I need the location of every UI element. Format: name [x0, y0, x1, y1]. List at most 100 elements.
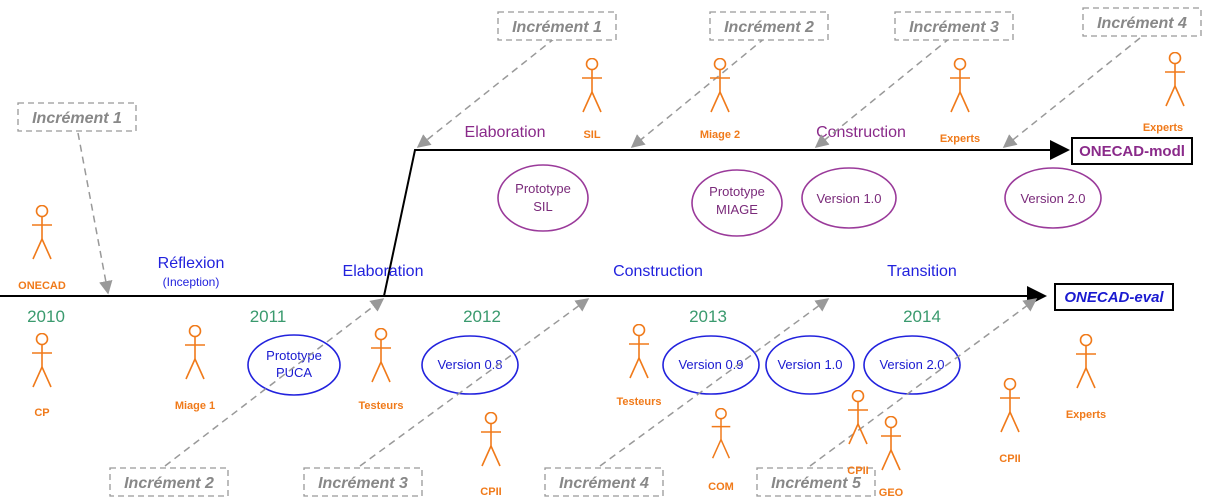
- svg-text:Incrément 2: Incrément 2: [724, 19, 814, 36]
- release-ellipse: Version 0.8: [421, 335, 519, 395]
- actor-icon: [31, 205, 53, 260]
- svg-text:Experts: Experts: [940, 133, 980, 145]
- actor-cp: CP: [31, 333, 53, 419]
- increment-box: Incrément 3: [894, 11, 1014, 41]
- actor-icon: [999, 378, 1021, 433]
- actor-testeurs: Testeurs: [616, 324, 662, 408]
- actor-icon: [480, 412, 502, 467]
- increment-box: Incrément 3: [303, 467, 423, 497]
- actor-icon: [880, 416, 902, 471]
- svg-text:Version 2.0: Version 2.0: [1020, 191, 1085, 206]
- increment-box: Incrément 4: [544, 467, 664, 497]
- actor-icon: [1164, 52, 1186, 107]
- actor-cpii: CPII: [999, 378, 1021, 465]
- product-box-modl: [1071, 137, 1193, 165]
- release-ellipse: Prototype PUCA: [247, 334, 341, 396]
- svg-text:Testeurs: Testeurs: [358, 400, 403, 412]
- svg-text:Prototype: Prototype: [709, 184, 765, 199]
- svg-text:COM: COM: [708, 481, 734, 493]
- phase-construction-modl: Construction: [816, 124, 906, 141]
- actor-cpii: CPII: [480, 412, 502, 498]
- release-ellipse: Version 0.9: [662, 335, 760, 395]
- increment-arrow: [630, 37, 766, 148]
- increment-arrow: [77, 132, 113, 295]
- actor-cpii: CPII: [847, 390, 869, 477]
- svg-text:GEO: GEO: [879, 487, 904, 499]
- actor-sil: SIL: [581, 58, 603, 141]
- actor-testeurs: Testeurs: [358, 328, 404, 412]
- svg-text:PUCA: PUCA: [276, 365, 312, 380]
- phase-elaboration-modl: Elaboration: [465, 124, 546, 141]
- phase-elaboration-eval: Elaboration: [343, 263, 424, 280]
- svg-text:Miage 2: Miage 2: [700, 129, 740, 141]
- phase-inception: (Inception): [163, 275, 220, 289]
- release-ellipse-modl: Version 2.0: [1004, 167, 1102, 229]
- actor-icon: [949, 58, 971, 113]
- actor-icon: [709, 58, 731, 113]
- increment-box: Incrément 1: [17, 102, 137, 132]
- actor-icon: [31, 333, 53, 388]
- increment-box: Incrément 2: [109, 467, 229, 497]
- svg-text:Incrément 4: Incrément 4: [559, 475, 649, 492]
- svg-text:ONECAD: ONECAD: [18, 280, 66, 292]
- increment-arrow: [814, 37, 951, 148]
- phase-construction-eval: Construction: [613, 263, 703, 280]
- svg-text:Incrément 4: Incrément 4: [1097, 15, 1187, 32]
- actor-icon: [370, 328, 392, 383]
- svg-text:Prototype: Prototype: [266, 348, 322, 363]
- increment-arrow: [416, 37, 556, 148]
- release-ellipse: Version 2.0: [863, 335, 961, 395]
- svg-text:Incrément 3: Incrément 3: [909, 19, 999, 36]
- svg-text:CPII: CPII: [480, 486, 501, 498]
- svg-text:SIL: SIL: [583, 129, 600, 141]
- product-box-eval: [1054, 283, 1174, 311]
- svg-text:Experts: Experts: [1143, 122, 1183, 134]
- increment-box: Incrément 5: [756, 467, 876, 497]
- svg-text:Incrément 2: Incrément 2: [124, 475, 214, 492]
- svg-text:Incrément 1: Incrément 1: [32, 110, 122, 127]
- svg-text:SIL: SIL: [533, 199, 553, 214]
- year-label: 2012: [463, 307, 501, 326]
- actor-icon: [1075, 334, 1097, 389]
- actor-icon: [184, 325, 206, 380]
- svg-text:Incrément 5: Incrément 5: [771, 475, 862, 492]
- svg-text:Version 2.0: Version 2.0: [879, 357, 944, 372]
- year-label: 2013: [689, 307, 727, 326]
- svg-text:Version 1.0: Version 1.0: [777, 357, 842, 372]
- increment-box: Incrément 4: [1082, 7, 1202, 37]
- modl-timeline: [383, 140, 1070, 297]
- actor-experts: Experts: [940, 58, 980, 145]
- increment-box: Incrément 1: [497, 11, 617, 41]
- actor-icon: [628, 324, 650, 379]
- svg-text:Version 0.9: Version 0.9: [678, 357, 743, 372]
- svg-text:Version 1.0: Version 1.0: [816, 191, 881, 206]
- product-label-modl: ONECAD-modl: [1079, 143, 1185, 160]
- svg-text:MIAGE: MIAGE: [716, 202, 758, 217]
- release-ellipse-modl: Prototype MIAGE: [691, 169, 783, 237]
- svg-text:Experts: Experts: [1066, 409, 1106, 421]
- release-ellipse-modl: Prototype SIL: [497, 164, 589, 232]
- increment-arrow: [809, 298, 1038, 467]
- svg-text:CP: CP: [34, 407, 49, 419]
- year-label: 2011: [250, 307, 287, 326]
- svg-text:CPII: CPII: [999, 453, 1020, 465]
- svg-text:Miage 1: Miage 1: [175, 400, 215, 412]
- increment-box: Incrément 2: [709, 11, 829, 41]
- actor-miage-2: Miage 2: [700, 58, 740, 141]
- release-ellipse-modl: Version 1.0: [801, 167, 897, 229]
- actor-icon: [710, 408, 732, 459]
- actor-com: COM: [708, 408, 734, 493]
- release-ellipse: Version 1.0: [765, 335, 855, 395]
- actor-geo: GEO: [879, 416, 904, 499]
- svg-text:Version 0.8: Version 0.8: [437, 357, 502, 372]
- phase-reflexion: Réflexion: [158, 255, 225, 272]
- year-label: 2010: [27, 307, 65, 326]
- phase-transition-eval: Transition: [887, 263, 957, 280]
- product-label-eval: ONECAD-eval: [1064, 289, 1164, 306]
- svg-text:Incrément 3: Incrément 3: [318, 475, 408, 492]
- year-label: 2014: [903, 307, 941, 326]
- svg-text:Prototype: Prototype: [515, 181, 571, 196]
- actor-onecad: ONECAD: [18, 205, 66, 292]
- actor-miage-1: Miage 1: [175, 325, 215, 412]
